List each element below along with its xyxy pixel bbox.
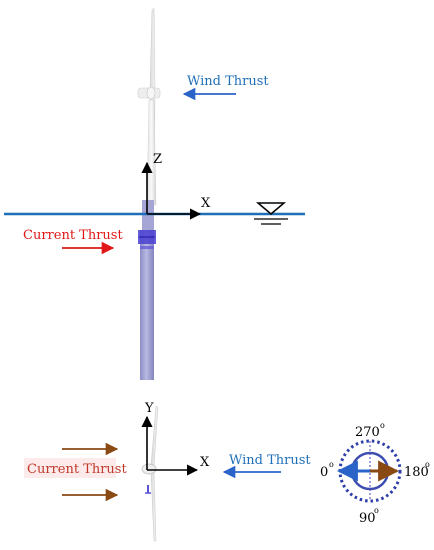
- axis-x-side-label: X: [201, 196, 211, 211]
- angle-0-label: 0: [320, 465, 328, 480]
- current-thrust-side-label: Current Thrust: [23, 228, 123, 243]
- side-view: Z X Wind Thrust Current Thrust: [4, 7, 305, 380]
- angle-270-degree: o: [380, 421, 385, 430]
- top-view: Y X Current Thrust Wind Thrust: [24, 401, 311, 542]
- angle-90-degree: o: [374, 506, 379, 515]
- hub: [146, 86, 156, 100]
- water-level-triangle-icon: [254, 202, 288, 225]
- angle-90-label: 90: [359, 511, 376, 526]
- angle-180-label: 180: [404, 465, 429, 480]
- axis-z-label: Z: [153, 152, 162, 167]
- axis-x-top-label: X: [200, 455, 210, 470]
- top-view-hub: [141, 463, 157, 475]
- angle-270-label: 270: [355, 425, 380, 440]
- direction-compass: 270 o 0 o 180 o 90 o: [320, 421, 430, 526]
- wind-thrust-side-label: Wind Thrust: [187, 74, 269, 89]
- current-thrust-top-label: Current Thrust: [27, 462, 127, 477]
- angle-0-degree: o: [329, 460, 334, 469]
- angle-180-degree: o: [425, 460, 430, 469]
- axis-y-label: Y: [144, 401, 154, 416]
- current-thrust-top-highlight: [24, 458, 116, 478]
- monopile: [140, 230, 154, 380]
- wind-thrust-top-label: Wind Thrust: [229, 453, 311, 468]
